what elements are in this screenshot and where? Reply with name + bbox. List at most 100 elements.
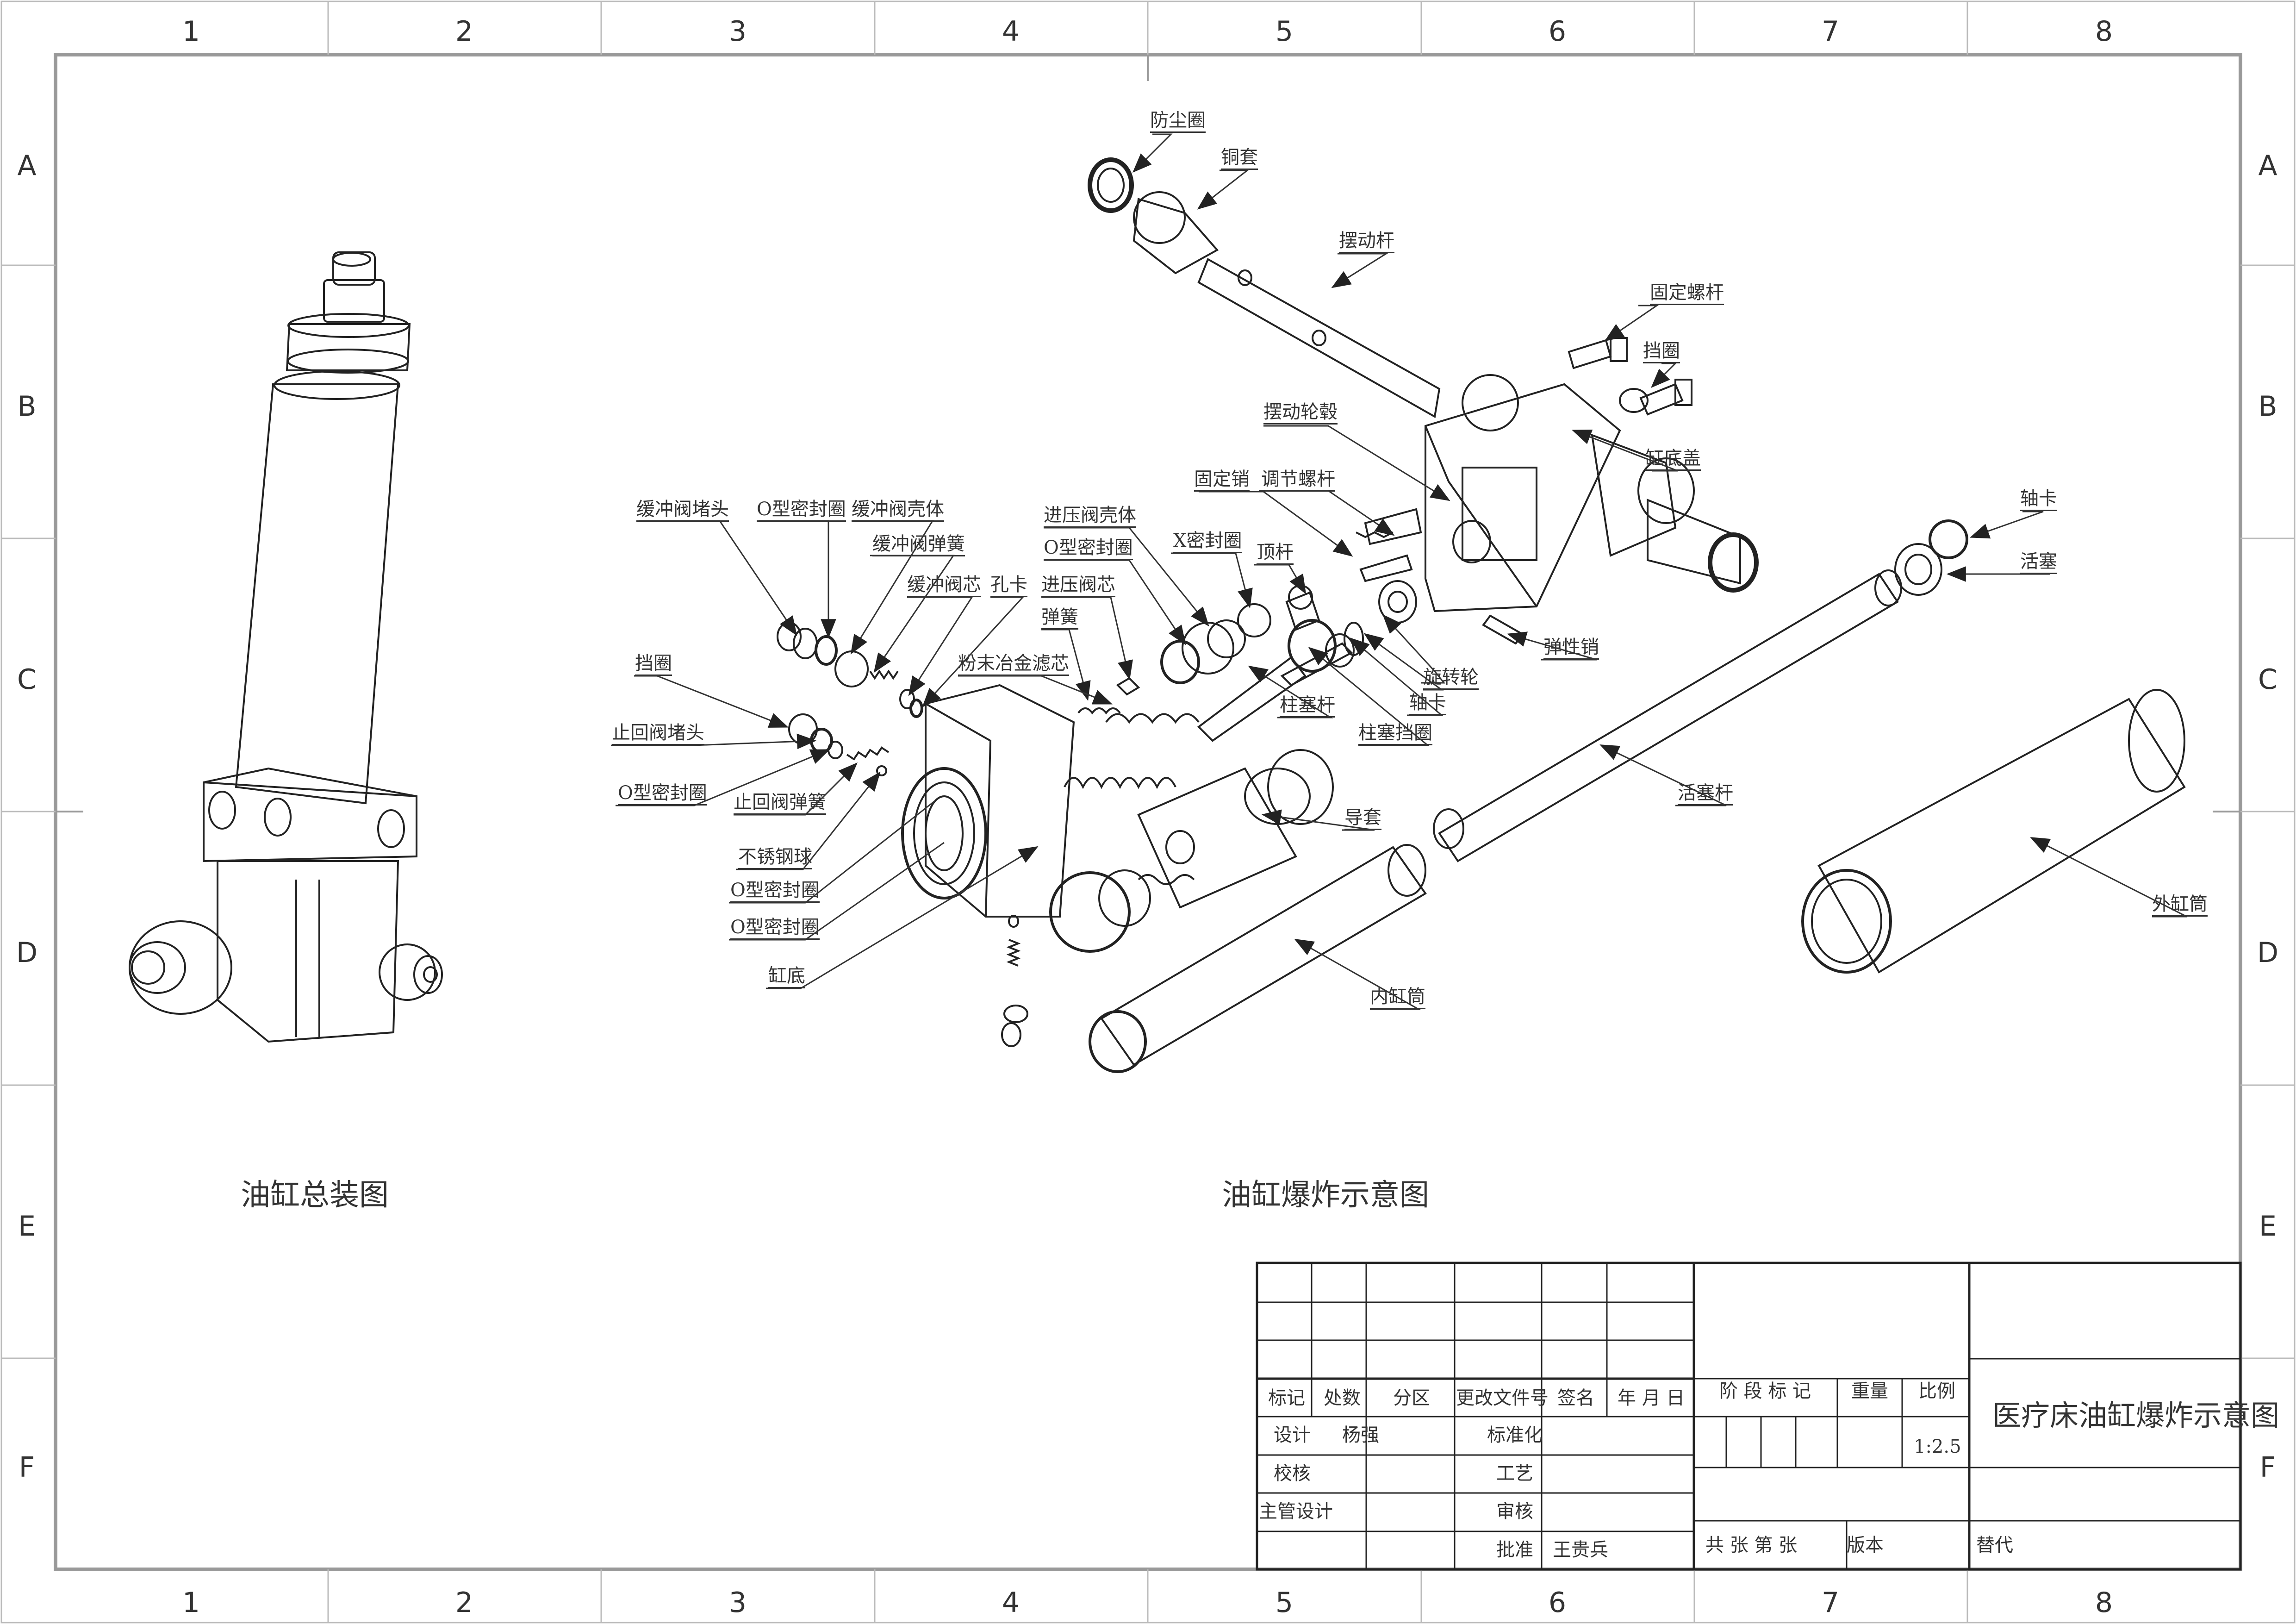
zone-col-8-bottom: 8 [2095,1587,2113,1619]
callout-shaft-clip-mid: 轴卡 [1409,693,1446,715]
zone-row-e-left: E [18,1210,36,1243]
callout-powder-filter: 粉末冶金滤芯 [958,654,1069,676]
tb-scale-label: 比例 [1918,1380,1955,1402]
zone-col-3-top: 3 [728,15,747,48]
callout-cylinder-bottom: 缸底 [768,967,805,988]
tb-chief-label: 主管设计 [1259,1501,1333,1522]
callout-o-ring-2: O型密封圈 [1044,538,1133,560]
zone-row-f-left: F [19,1451,35,1484]
tb-header-sign: 签名 [1557,1387,1594,1409]
zone-col-2-bottom: 2 [455,1587,473,1619]
exploded-parts [777,157,2186,1073]
callout-shaft-clip-right: 轴卡 [2020,489,2057,511]
callout-guide-sleeve: 导套 [1344,808,1381,830]
callout-buffer-spring: 缓冲阀弹簧 [872,535,965,556]
tb-process-label: 工艺 [1496,1463,1533,1484]
zone-row-b-right: B [2258,390,2277,423]
zone-row-c-left: C [17,663,37,696]
callout-swing-hub: 摆动轮毂 [1263,403,1338,425]
callout-outer-cylinder: 外缸筒 [2152,895,2208,917]
callout-buffer-housing: 缓冲阀壳体 [852,500,944,522]
title-block-grid [1256,1262,2242,1571]
callout-x-seal: X密封圈 [1173,531,1242,553]
tb-stage-label: 阶 段 标 记 [1719,1380,1811,1402]
tb-header-mark: 标记 [1268,1387,1305,1409]
callout-fixed-pin: 固定销 [1194,470,1250,492]
callout-rotating-wheel: 旋转轮 [1423,668,1479,690]
zone-col-6-top: 6 [1548,15,1567,48]
callout-steel-ball: 不锈钢球 [738,848,812,869]
zone-row-f-right: F [2259,1451,2276,1484]
callout-inlet-housing: 进压阀壳体 [1044,506,1136,528]
callout-retainer-ring-left: 挡圈 [635,654,672,676]
tb-header-count: 处数 [1324,1387,1361,1409]
tb-check-label: 校核 [1274,1463,1311,1484]
caption-exploded: 油缸爆炸示意图 [1222,1178,1429,1212]
center-marks [56,55,2240,812]
callout-check-spring: 止回阀弹簧 [734,793,826,815]
tb-approver: 王贵兵 [1553,1539,1608,1561]
callout-buffer-core: 缓冲阀芯 [907,575,981,597]
tb-header-zone: 分区 [1393,1387,1430,1409]
tb-review-label: 审核 [1496,1501,1533,1522]
zone-row-e-right: E [2259,1210,2277,1243]
tb-approve-label: 批准 [1496,1539,1533,1561]
callout-spring: 弹簧 [1041,608,1078,630]
callout-retainer-ring-top: 挡圈 [1643,342,1680,363]
callout-buffer-plug: 缓冲阀堵头 [636,500,729,522]
callout-hole-clip: 孔卡 [990,575,1027,597]
callout-fixed-screw: 固定螺杆 [1650,283,1724,305]
callout-inner-cylinder: 内缸筒 [1370,987,1425,1009]
zone-col-3-bottom: 3 [728,1587,747,1619]
callout-adjust-screw: 调节螺杆 [1261,470,1335,492]
callout-plunger-rod: 柱塞杆 [1280,696,1335,718]
callout-o-ring-5: O型密封圈 [730,918,820,940]
tb-drawing-title: 医疗床油缸爆炸示意图 [1992,1399,2280,1432]
zone-col-1-bottom: 1 [182,1587,200,1619]
zone-col-4-top: 4 [1002,15,1020,48]
zone-col-7-bottom: 7 [1821,1587,1840,1619]
zone-row-a-left: A [17,150,37,182]
callout-o-ring-4: O型密封圈 [730,881,820,903]
callout-plunger-retainer: 柱塞挡圈 [1358,724,1432,745]
callout-o-ring-1: O型密封圈 [757,500,846,522]
callout-dust-ring: 防尘圈 [1150,111,1206,133]
zone-col-8-top: 8 [2095,15,2113,48]
callout-piston: 活塞 [2020,552,2057,574]
zone-col-5-bottom: 5 [1275,1587,1294,1619]
tb-weight-label: 重量 [1851,1380,1888,1402]
tb-header-change-doc: 更改文件号 [1456,1387,1549,1409]
zone-row-c-right: C [2258,663,2277,696]
tb-replace-label: 替代 [1976,1535,2013,1556]
tb-standardize-label: 标准化 [1487,1424,1543,1446]
caption-assembly: 油缸总装图 [241,1178,389,1212]
callout-check-plug: 止回阀堵头 [612,724,704,745]
callout-swing-rod: 摆动杆 [1339,231,1394,253]
zone-row-b-left: B [17,390,37,423]
zone-col-6-bottom: 6 [1548,1587,1567,1619]
zone-row-d-right: D [2257,937,2279,969]
assembly-view [129,251,443,1043]
tb-header-date: 年 月 日 [1618,1387,1685,1409]
zone-col-4-bottom: 4 [1002,1587,1020,1619]
zone-col-7-top: 7 [1821,15,1840,48]
tb-version-label: 版本 [1847,1535,1884,1556]
zone-col-1-top: 1 [182,15,200,48]
zone-row-a-right: A [2258,150,2277,182]
zone-col-2-top: 2 [455,15,473,48]
callout-ejector-rod: 顶杆 [1257,543,1294,565]
callout-piston-rod: 活塞杆 [1678,784,1733,806]
tb-scale-value: 1:2.5 [1914,1436,1961,1457]
tb-designer: 杨强 [1342,1424,1379,1446]
tb-sheets-label: 共 张 第 张 [1705,1535,1798,1556]
callout-inlet-core: 进压阀芯 [1041,575,1115,597]
callout-cylinder-base-cover: 缸底盖 [1645,449,1701,471]
tb-design-label: 设计 [1274,1424,1311,1446]
callout-o-ring-3: O型密封圈 [618,784,707,806]
zone-col-5-top: 5 [1275,15,1294,48]
callout-copper-sleeve: 铜套 [1221,148,1258,170]
callout-elastic-pin: 弹性销 [1543,638,1599,660]
